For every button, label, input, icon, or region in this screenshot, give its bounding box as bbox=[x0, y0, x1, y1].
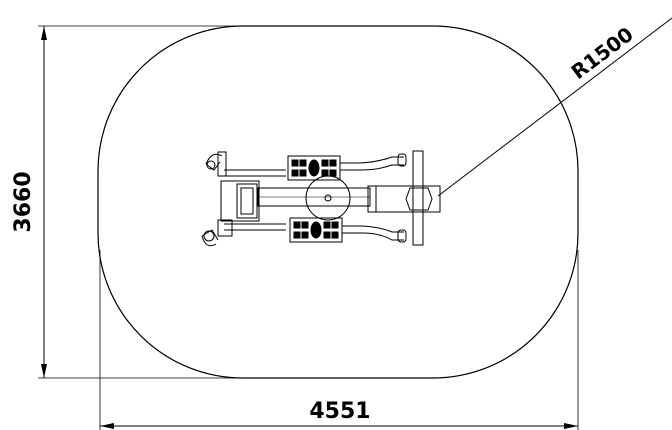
height-arrow-top bbox=[41, 26, 47, 40]
upper-handle-curve bbox=[205, 153, 223, 171]
flywheel-hub bbox=[324, 194, 332, 202]
height-dimension-label: 3660 bbox=[11, 171, 36, 232]
upper-pedal-tread bbox=[291, 159, 337, 177]
lower-rail bbox=[342, 225, 404, 241]
width-dimension: 4551 bbox=[99, 250, 579, 430]
upper-pedal bbox=[287, 155, 341, 181]
seat-cushion-inner bbox=[240, 187, 254, 215]
lower-handle-knob bbox=[203, 230, 215, 242]
lower-handle-arm bbox=[224, 223, 286, 231]
radius-callout: R1500 bbox=[437, 17, 672, 197]
width-arrow-right bbox=[564, 423, 578, 429]
lower-pedal bbox=[289, 217, 343, 243]
upper-pedal-center bbox=[308, 159, 320, 177]
front-bracket bbox=[367, 185, 441, 213]
front-post bbox=[412, 150, 424, 246]
lower-pedal-tread bbox=[293, 221, 339, 239]
width-dimension-label: 4551 bbox=[309, 399, 370, 424]
lower-rail-cap bbox=[397, 229, 407, 243]
upper-handle-arm bbox=[224, 169, 286, 177]
radius-leader-line bbox=[437, 17, 672, 197]
safety-zone-outline bbox=[97, 25, 579, 379]
upper-rail-cap bbox=[397, 153, 407, 167]
upper-handle-knob bbox=[206, 160, 216, 170]
lower-handle-curve bbox=[201, 229, 219, 247]
width-arrow-left bbox=[100, 423, 114, 429]
seat-frame bbox=[220, 180, 260, 222]
front-column-cap bbox=[405, 187, 433, 211]
flywheel bbox=[305, 175, 351, 221]
lower-pedal-center bbox=[310, 221, 322, 239]
height-arrow-bottom bbox=[41, 364, 47, 378]
height-dimension: 3660 bbox=[11, 25, 250, 379]
upper-handle-grip bbox=[217, 151, 227, 177]
radius-label: R1500 bbox=[567, 22, 638, 84]
fitness-equipment-top-view-icon bbox=[201, 150, 441, 247]
lower-handle-grip bbox=[217, 219, 233, 237]
seat-pad bbox=[236, 183, 258, 219]
upper-rail bbox=[340, 156, 404, 171]
